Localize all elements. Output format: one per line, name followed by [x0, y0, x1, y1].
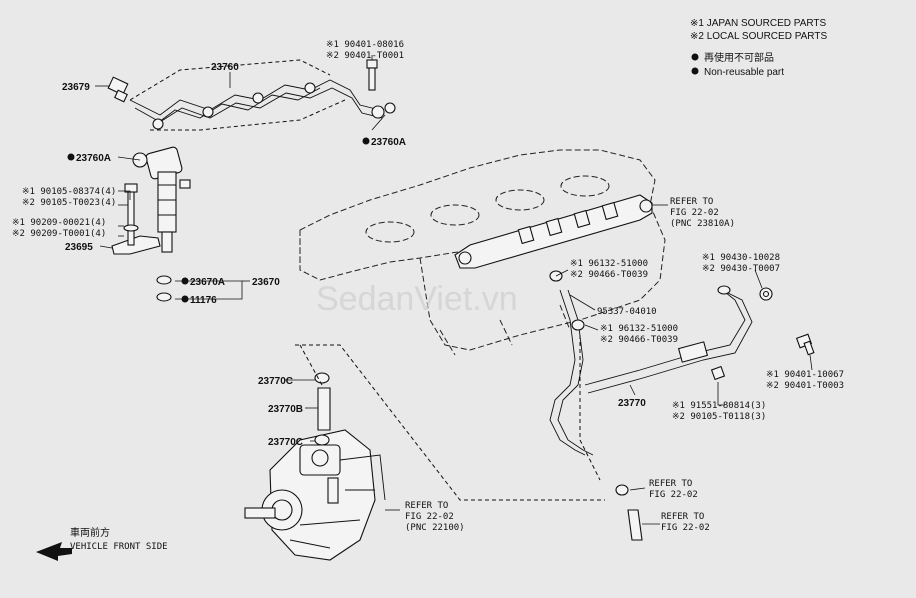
label-90466-T0039-b: ※2 90466-T0039 — [600, 335, 678, 345]
bolt-90401-10067 — [795, 333, 815, 356]
label-refer-pump-1: REFER TO — [405, 501, 448, 511]
label-refer-pump-2: FIG 22-02 — [405, 512, 454, 522]
label-23670A: 23670A — [190, 277, 225, 288]
label-refer-rail-1: REFER TO — [670, 197, 713, 207]
legend-nonreusable-jp: 再使用不可部品 — [704, 51, 774, 64]
injector-seals — [156, 275, 172, 302]
label-23760: 23760 — [211, 62, 239, 73]
label-23770: 23770 — [618, 398, 646, 409]
part-labels: 23760 23679 ※1 90401-08016 ※2 90401-T000… — [12, 40, 844, 552]
label-23670: 23670 — [252, 277, 280, 288]
label-refer-r2-1: REFER TO — [661, 512, 704, 522]
label-23770B: 23770B — [268, 404, 303, 415]
dashed-reference-lines — [295, 335, 605, 501]
legend-japan: ※1 JAPAN SOURCED PARTS — [690, 18, 827, 29]
label-91551-80814: ※1 91551-80814(3) — [672, 401, 766, 411]
return-hose-ends — [615, 484, 643, 541]
label-90401-T0003: ※2 90401-T0003 — [766, 381, 844, 391]
label-23695: 23695 — [65, 242, 93, 253]
label-refer-rail-2: FIG 22-02 — [670, 208, 719, 218]
label-95337-04010: 95337-04010 — [597, 307, 657, 317]
label-refer-r1-1: REFER TO — [649, 479, 692, 489]
label-90430-T0007: ※2 90430-T0007 — [702, 264, 780, 274]
bolt-91551-80814 — [710, 365, 726, 381]
label-90401-T0001: ※2 90401-T0001 — [326, 51, 404, 61]
injector-clamp-23695 — [111, 183, 161, 255]
injection-pipe-23760 — [129, 59, 396, 131]
label-90466-T0039-a: ※2 90466-T0039 — [570, 270, 648, 280]
common-rail — [454, 194, 653, 269]
fuel-supply-pump — [244, 429, 386, 561]
label-front-en: VEHICLE FRONT SIDE — [70, 542, 168, 552]
label-refer-pump-3: (PNC 22100) — [405, 523, 465, 533]
legend-local: ※2 LOCAL SOURCED PARTS — [690, 31, 827, 42]
legend: ※1 JAPAN SOURCED PARTS ※2 LOCAL SOURCED … — [690, 18, 827, 78]
leader-lines — [95, 72, 813, 525]
fuel-hose-23770B — [314, 372, 331, 446]
label-refer-r1-2: FIG 22-02 — [649, 490, 698, 500]
label-96132-51000-a: ※1 96132-51000 — [570, 259, 648, 269]
label-90401-10067: ※1 90401-10067 — [766, 370, 844, 380]
legend-nonreusable-en: Non-reusable part — [704, 67, 784, 78]
nonreusable-dot-icon — [691, 67, 699, 75]
label-refer-r2-2: FIG 22-02 — [661, 523, 710, 533]
label-90105-08374: ※1 90105-08374(4) — [22, 187, 116, 197]
label-11176: 11176 — [190, 295, 217, 306]
label-90401-08016: ※1 90401-08016 — [326, 40, 404, 50]
nonreusable-dot-icon — [691, 53, 699, 61]
watermark: SedanViet.vn — [316, 280, 518, 318]
fuel-injector — [132, 146, 191, 253]
bolt-90401-08016 — [366, 55, 378, 91]
label-23760A-left: 23760A — [76, 153, 111, 164]
engine-cylinder-head-outline — [299, 149, 666, 356]
label-23770C-top: 23770C — [258, 376, 293, 387]
label-23770C-bottom: 23770C — [268, 437, 303, 448]
vehicle-front-arrow-icon — [36, 542, 72, 561]
label-90209-T0001: ※2 90209-T0001(4) — [12, 229, 106, 239]
label-front-jp: 車両前方 — [70, 526, 110, 539]
label-refer-rail-3: (PNC 23810A) — [670, 219, 735, 229]
label-96132-51000-b: ※1 96132-51000 — [600, 324, 678, 334]
label-90430-10028: ※1 90430-10028 — [702, 253, 780, 263]
label-23760A-top: 23760A — [371, 137, 406, 148]
label-90105-T0118: ※2 90105-T0118(3) — [672, 412, 766, 422]
fitting-23679 — [107, 76, 129, 103]
gasket-90430 — [759, 287, 773, 301]
label-23679: 23679 — [62, 82, 90, 93]
label-90105-T0023: ※2 90105-T0023(4) — [22, 198, 116, 208]
label-90209-00021: ※1 90209-00021(4) — [12, 218, 106, 228]
fuel-pipe-23770 — [549, 270, 753, 456]
